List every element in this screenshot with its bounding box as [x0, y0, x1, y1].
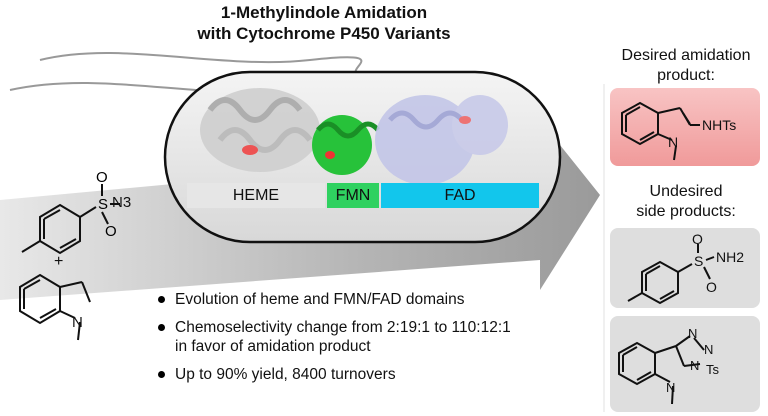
bullet-dot [158, 324, 165, 331]
bullet-item: Chemoselectivity change from 2:19:1 to 1… [158, 318, 511, 356]
bullet-item: Up to 90% yield, 8400 turnovers [158, 365, 511, 384]
desired-product-title: Desired amidation product: [604, 46, 768, 86]
desired-title-line-2: product: [657, 67, 715, 84]
desired-title-line-1: Desired amidation [621, 47, 751, 64]
tosyl-azide-structure [21, 184, 120, 255]
desired-n-label: N [668, 134, 679, 150]
bullet-dot [158, 371, 165, 378]
fmn-domain-structure [312, 115, 380, 175]
triazole-n-label-1: N [688, 326, 698, 341]
flagellum-line-1 [39, 52, 363, 76]
triazole-n-label-3: N [690, 358, 700, 373]
fad-domain-bar: FAD [381, 183, 539, 208]
fad-domain-structure [375, 95, 508, 185]
triazole-indole-n-label: N [666, 380, 676, 395]
desired-product-card [610, 88, 760, 166]
heme-domain-label: HEME [232, 186, 280, 204]
undesired-products-title: Undesired side products: [604, 182, 768, 222]
title-line-2: with Cytochrome P450 Variants [197, 24, 451, 43]
bullet-text: Evolution of heme and FMN/FAD domains [175, 291, 465, 308]
desired-product-structure [621, 101, 700, 161]
triazole-card [610, 316, 760, 412]
triazole-n-label-2: N [704, 342, 714, 357]
nhts-label: NHTs [702, 117, 737, 133]
triazole-ts-label: Ts [706, 362, 719, 377]
bullet-text: Up to 90% yield, 8400 turnovers [175, 366, 396, 383]
undesired-title-line-2: side products: [636, 203, 736, 220]
plus-sign: + [54, 253, 64, 270]
triazole-structure [618, 335, 705, 405]
bullet-dot [158, 296, 165, 303]
sulfonamide-nh2-label: NH2 [716, 249, 745, 265]
heme-domain-bar: HEME [187, 183, 325, 208]
indole-n-label: N [72, 314, 83, 331]
heme-domain-structure [200, 88, 320, 172]
azide-oxygen-top: O [96, 169, 108, 186]
bullet-item: Evolution of heme and FMN/FAD domains [158, 290, 511, 309]
sulfonamide-o-top-label: O [692, 231, 703, 247]
results-bullet-list: Evolution of heme and FMN/FAD domains Ch… [158, 290, 511, 393]
methylindole-structure [19, 273, 91, 341]
fmn-domain-label: FMN [335, 186, 371, 204]
bullet-text: Chemoselectivity change from 2:19:1 to 1… [175, 319, 511, 336]
sulfonamide-s-label: S [694, 253, 704, 269]
sulfonamide-o-bottom-label: O [706, 279, 717, 295]
azide-oxygen-bottom: O [105, 223, 117, 240]
azide-n3-label: N3 [112, 194, 132, 211]
undesired-title-line-1: Undesired [649, 183, 723, 200]
fad-domain-label: FAD [444, 186, 476, 204]
bullet-text: in favor of amidation product [175, 338, 371, 355]
figure-title: 1-Methylindole Amidation with Cytochrome… [0, 2, 768, 44]
title-line-1: 1-Methylindole Amidation [220, 3, 428, 22]
sulfonamide-structure [627, 244, 715, 305]
fmn-domain-bar: FMN [327, 183, 379, 208]
azide-sulfur-label: S [98, 196, 108, 213]
